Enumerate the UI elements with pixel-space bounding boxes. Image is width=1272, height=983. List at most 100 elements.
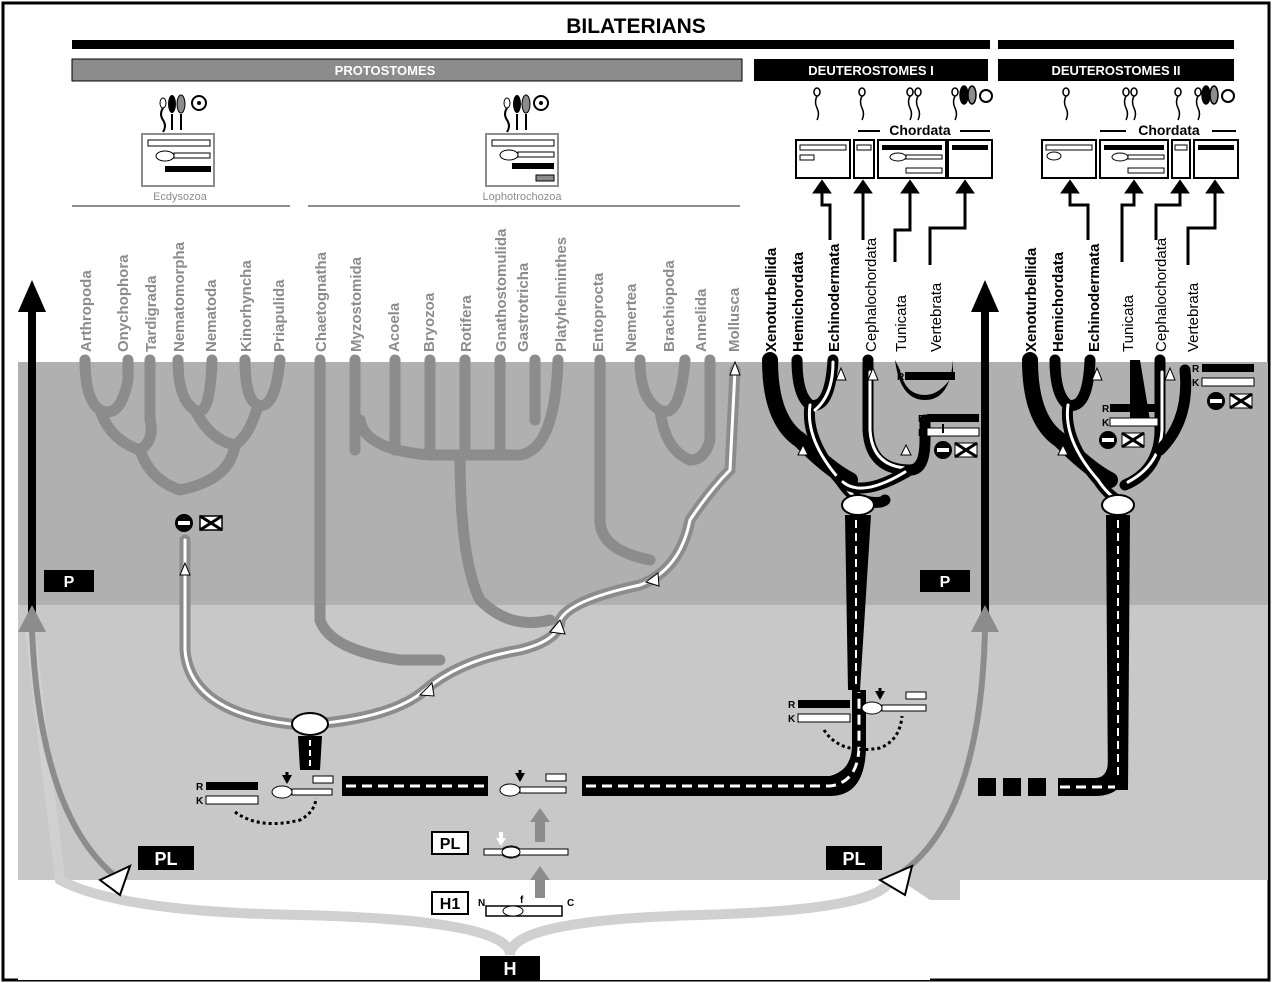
taxon-label-mollusca: Mollusca xyxy=(726,287,743,352)
h-label-bg xyxy=(480,956,540,980)
ecdysozoa-gene-box xyxy=(141,133,215,187)
taxon-label-nematoda: Nematoda xyxy=(203,279,220,352)
protostome-node xyxy=(291,712,329,736)
taxon-label-tardigrada: Tardigrada xyxy=(143,275,160,352)
taxon-label-tunicata: Tunicata xyxy=(1120,294,1137,352)
taxon-label-entoprocta: Entoprocta xyxy=(590,272,607,352)
taxon-label-nematomorpha: Nematomorpha xyxy=(171,241,188,352)
lophotrochozoa-sperm-icons xyxy=(503,94,549,133)
deuterostomes-1-label: DEUTEROSTOMES I xyxy=(808,63,933,78)
tunicata-branch xyxy=(895,360,953,400)
pl-label-left-bg xyxy=(138,846,194,870)
svg-text:R: R xyxy=(918,414,926,425)
taxon-label-brachiopoda: Brachiopoda xyxy=(661,260,678,352)
connector-arrows xyxy=(812,179,1225,265)
taxon-label-arthropoda: Arthropoda xyxy=(78,270,95,352)
svg-text:R: R xyxy=(788,700,796,711)
left-arrow-head xyxy=(18,280,46,312)
band-pl xyxy=(18,605,1268,900)
svg-text:K: K xyxy=(1102,418,1110,429)
gray-arrows xyxy=(530,808,550,898)
ancestral-lineage xyxy=(342,690,1128,796)
deuterostomes-1-bar xyxy=(754,59,988,81)
chordata-2-label: Chordata xyxy=(1138,122,1200,138)
p-label-left: P xyxy=(64,574,75,591)
chordata-2-label-bg xyxy=(1126,122,1212,138)
right-white-arrow xyxy=(877,864,914,897)
header-title: BILATERIANS xyxy=(566,15,706,38)
taxon-label-bryozoa: Bryozoa xyxy=(421,292,438,352)
h1-box xyxy=(431,891,469,915)
deuterostomes-2-label: DEUTEROSTOMES II xyxy=(1051,63,1180,78)
svg-text:R: R xyxy=(897,372,905,383)
deut2-gene-boxes xyxy=(1041,139,1239,179)
taxon-label-vertebrata: Vertebrata xyxy=(1185,282,1202,352)
svg-text:R: R xyxy=(1192,364,1200,375)
p-label-right-bg xyxy=(920,570,970,592)
deut1-stem xyxy=(845,515,871,690)
ecdysozoa-sperm-icons xyxy=(159,94,207,133)
taxon-label-chaetognatha: Chaetognatha xyxy=(313,251,330,352)
bar-bilaterians-2 xyxy=(998,40,1234,49)
deut2-tree xyxy=(1022,352,1192,506)
taxon-label-priapulida: Priapulida xyxy=(271,279,288,352)
taxon-label-cephalochordata: Cephalochordata xyxy=(863,237,880,352)
taxon-label-gastrotricha: Gastrotricha xyxy=(515,262,532,352)
pl-label-right-bg xyxy=(826,846,882,870)
ecdysozoa-label: Ecdysozoa xyxy=(153,191,208,203)
deut2-node xyxy=(1101,494,1135,516)
taxon-label-xenoturbellida: Xenoturbellida xyxy=(763,247,780,352)
ecdysozoa-loss-icons xyxy=(175,514,223,532)
c-terminal-label: C xyxy=(567,898,574,909)
taxon-label-cephalochordata: Cephalochordata xyxy=(1153,237,1170,352)
svg-text:R: R xyxy=(1102,404,1110,415)
taxon-label-rotifera: Rotifera xyxy=(458,295,475,352)
taxon-label-vertebrata: Vertebrata xyxy=(928,282,945,352)
protostome-tree xyxy=(79,354,716,666)
svg-text:H1: H1 xyxy=(440,896,461,913)
bar-bilaterians-1 xyxy=(72,40,990,49)
outer-arrows xyxy=(25,300,989,956)
svg-text:K: K xyxy=(918,428,926,439)
taxon-label-onychophora: Onychophora xyxy=(115,254,132,352)
taxon-label-kinorhyncha: Kinorhyncha xyxy=(238,260,255,352)
h-label: H xyxy=(504,959,517,979)
lophotrochozoa-label: Lophotrochozoa xyxy=(483,191,563,203)
taxa-labels: Arthropoda Onychophora Tardigrada Nematomor… xyxy=(78,228,1202,352)
pl-label-left: PL xyxy=(154,849,177,869)
svg-text:R: R xyxy=(196,782,204,793)
taxon-label-hemichordata: Hemichordata xyxy=(790,251,807,352)
taxon-label-echinodermata: Echinodermata xyxy=(826,243,843,352)
pl-label-right: PL xyxy=(842,849,865,869)
deut1-node xyxy=(841,494,875,516)
taxon-label-xenoturbellida: Xenoturbellida xyxy=(1023,247,1040,352)
left-white-arrow xyxy=(98,864,132,897)
taxon-label-nemertea: Nemertea xyxy=(623,283,640,352)
deut1-gene-boxes xyxy=(795,139,993,179)
chordata-1-label: Chordata xyxy=(889,122,951,138)
svg-text:K: K xyxy=(788,714,796,725)
taxon-label-echinodermata: Echinodermata xyxy=(1086,243,1103,352)
left-mid-arrow xyxy=(18,605,46,632)
taxon-label-gnathostomulida: Gnathostomulida xyxy=(493,228,510,352)
svg-text:K: K xyxy=(1192,378,1200,389)
p-label-left-bg xyxy=(44,570,94,592)
svg-text:K: K xyxy=(196,796,204,807)
taxon-label-acoela: Acoela xyxy=(386,302,403,352)
right-mid-arrow xyxy=(971,605,999,632)
protostomes-label: PROTOSTOMES xyxy=(335,63,436,78)
svg-text:PL: PL xyxy=(440,836,461,853)
deut2-reg-icons: R K R K xyxy=(1099,364,1255,449)
chordata-1-label-bg xyxy=(880,122,960,138)
lophotrochozoa-gene-box xyxy=(485,133,559,187)
taxon-label-annelida: Annelida xyxy=(693,288,710,352)
p-label-right: P xyxy=(940,574,951,591)
protostomes-bar xyxy=(71,58,743,82)
deut-sperm-icons xyxy=(813,85,1235,121)
gene-structure-icons: R K R K xyxy=(196,688,927,917)
n-terminal-label: N xyxy=(478,898,485,909)
deuterostomes-2-bar xyxy=(998,59,1234,81)
f-label: f xyxy=(520,895,524,906)
